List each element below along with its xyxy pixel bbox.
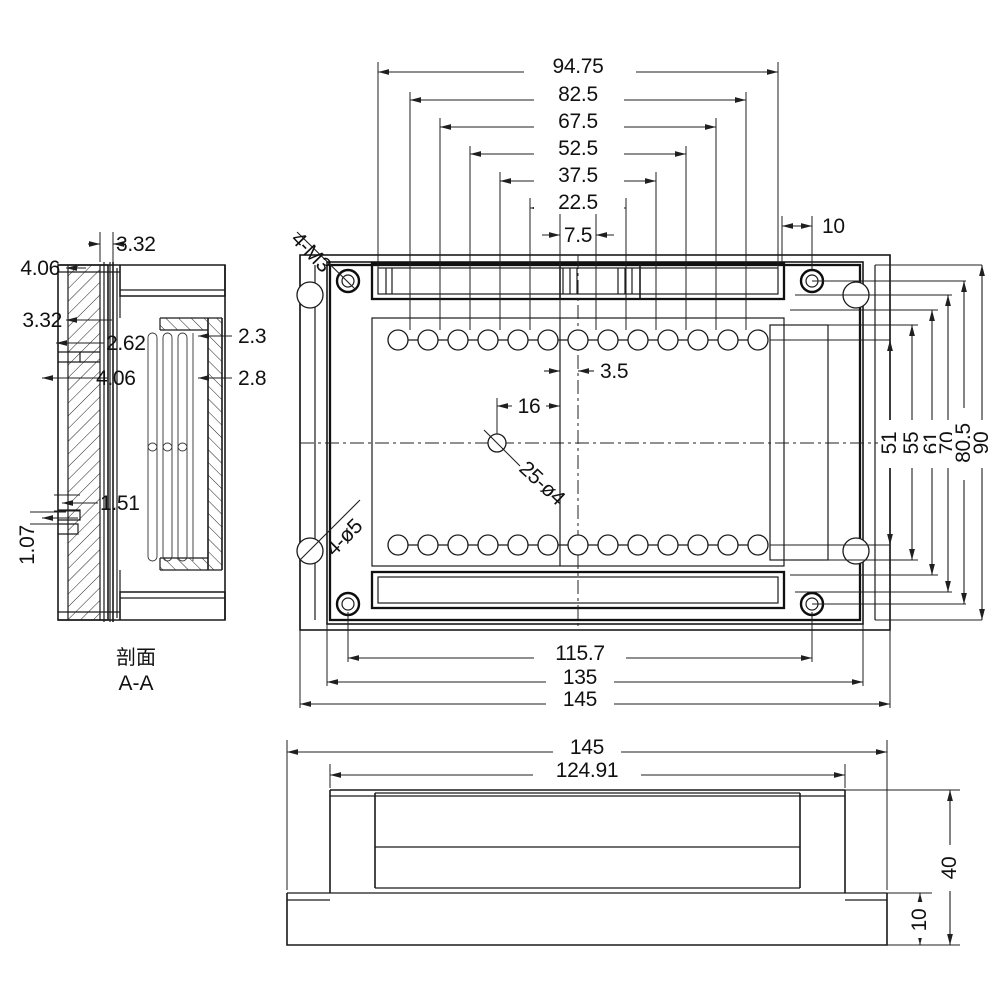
section-dim-2-8: 2.8: [198, 367, 267, 390]
top-dim-value-67-5: 67.5: [558, 110, 598, 133]
section-dim-2-62: 2.62: [56, 332, 146, 355]
front-dim-10: 10: [887, 892, 932, 946]
hole-row-upper: [387, 329, 769, 351]
leader-label-4-d5: 4-ø5: [321, 515, 367, 561]
top-dim-value-94-75: 94.75: [552, 55, 603, 78]
leader-label-25-d4: 25-ø4: [515, 457, 570, 511]
section-dim-1-07: 1.07: [16, 511, 78, 565]
right-dim-value-90: 90: [970, 432, 993, 455]
section-caption-cn: 剖面: [116, 645, 156, 669]
right-dim-value-51: 51: [878, 432, 901, 455]
top-dim-10: 10: [781, 215, 845, 270]
front-dim-145: 145: [286, 734, 888, 890]
section-dim-2-3: 2.3: [198, 325, 267, 348]
right-dimension-chain: 51 55 61 70 80.5 90: [770, 264, 994, 621]
front-dim-value-40: 40: [938, 857, 961, 880]
front-dim-40: 40: [845, 789, 962, 946]
center-dim-value-3-5: 3.5: [600, 360, 628, 383]
right-dim-value-80-5: 80.5: [952, 423, 975, 463]
center-d4-hole: 25-ø4: [483, 429, 570, 511]
top-dim-value-10: 10: [822, 215, 845, 238]
top-view: 25-ø4 94.75 82.5: [286, 52, 994, 711]
center-dim-value-16: 16: [518, 395, 541, 418]
section-dim-value-1-51: 1.51: [100, 492, 140, 515]
section-dim-value-3-32-top: 3.32: [116, 233, 156, 256]
front-dim-value-124-91: 124.91: [556, 759, 618, 782]
bottom-dim-value-145: 145: [563, 688, 597, 711]
bottom-dimension-chain: 115.7 135 145: [299, 612, 891, 711]
section-dim-value-2-8: 2.8: [238, 367, 266, 390]
top-dim-value-52-5: 52.5: [558, 137, 598, 160]
section-dim-3-32-mid: 3.32: [22, 309, 112, 332]
front-dim-124-91: 124.91: [329, 757, 846, 788]
right-dim-value-55: 55: [900, 432, 923, 455]
section-view-aa: 3.32 4.06 3.32 2.62 4.06 2.3: [16, 232, 267, 695]
leader-label-4-m3: 4-M3: [286, 227, 335, 277]
front-dim-value-10: 10: [908, 909, 931, 932]
section-dim-4-06-upper: 4.06: [20, 257, 86, 280]
bottom-dim-value-135: 135: [563, 666, 597, 689]
section-dim-4-06-lower: 4.06: [42, 367, 136, 390]
top-dim-value-22-5: 22.5: [558, 191, 598, 214]
top-dimension-chain: 94.75 82.5 67.5 52.5 37.5 22.5 7: [377, 52, 779, 330]
section-dim-value-4-06-upper: 4.06: [20, 257, 60, 280]
hole-row-lower: [387, 534, 769, 556]
section-outline: [57, 262, 226, 622]
front-view: 145 124.91 40 10: [286, 734, 962, 946]
section-dim-value-2-62: 2.62: [106, 332, 146, 355]
section-dim-value-1-07: 1.07: [16, 525, 39, 565]
top-dim-value-82-5: 82.5: [558, 83, 598, 106]
section-dim-1-51: 1.51: [54, 492, 140, 515]
center-dim-16: 16: [496, 392, 560, 434]
section-dim-value-2-3: 2.3: [238, 325, 266, 348]
bottom-dim-value-115-7: 115.7: [555, 642, 605, 665]
corner-d5-holes: [296, 281, 870, 565]
section-dim-value-4-06-lower: 4.06: [96, 367, 136, 390]
top-dim-value-37-5: 37.5: [558, 164, 598, 187]
front-dim-value-145: 145: [570, 736, 604, 759]
section-caption-id: A-A: [118, 672, 153, 695]
section-internal-fins: [147, 332, 194, 562]
center-dim-3-5: 3.5: [544, 360, 629, 383]
section-dim-3-32-top: 3.32: [88, 232, 156, 262]
section-dim-value-3-32-mid: 3.32: [22, 309, 62, 332]
top-dim-value-7-5: 7.5: [564, 224, 592, 247]
